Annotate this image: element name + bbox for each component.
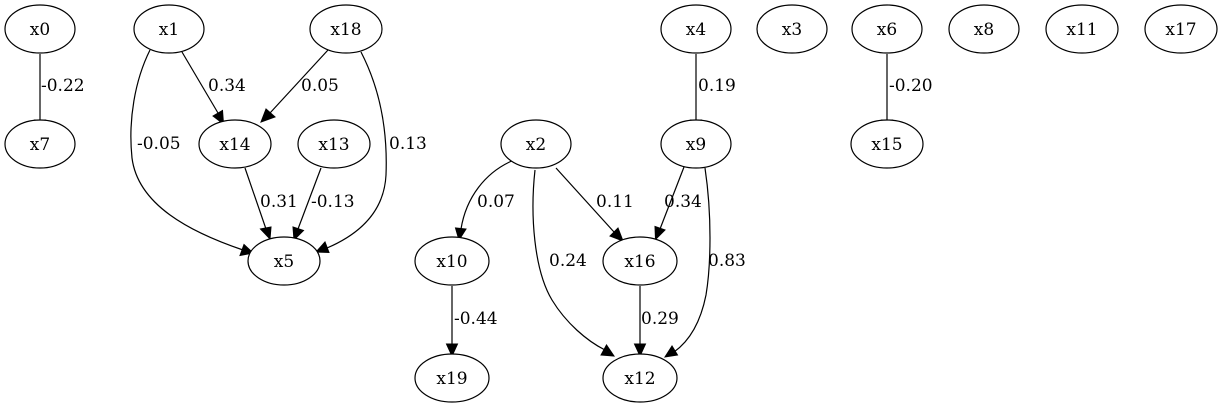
edge-label-x18-x14: 0.05 bbox=[301, 76, 339, 96]
edge-label-x1-x5: -0.05 bbox=[137, 134, 181, 154]
edge-x16-x12: 0.29 bbox=[633, 286, 679, 358]
edge-x14-x5: 0.31 bbox=[244, 167, 298, 241]
edge-label-x18-x5: 0.13 bbox=[389, 134, 427, 154]
node-label-x10: x10 bbox=[436, 252, 467, 272]
node-x1: x1 bbox=[133, 4, 205, 54]
node-label-x16: x16 bbox=[624, 252, 655, 272]
node-x5: x5 bbox=[247, 236, 321, 286]
node-label-x3: x3 bbox=[782, 20, 802, 40]
node-x9: x9 bbox=[660, 119, 732, 169]
node-x2: x2 bbox=[500, 119, 572, 169]
node-label-x19: x19 bbox=[436, 369, 467, 389]
edge-label-x2-x10: 0.07 bbox=[477, 192, 515, 212]
node-x4: x4 bbox=[660, 4, 732, 54]
edge-label-x9-x12: 0.83 bbox=[708, 251, 746, 271]
edge-label-x14-x5: 0.31 bbox=[260, 192, 298, 212]
node-x16: x16 bbox=[602, 236, 678, 286]
node-label-x5: x5 bbox=[274, 252, 294, 272]
node-x0: x0 bbox=[4, 4, 76, 54]
edge-x10-x19: -0.44 bbox=[445, 286, 498, 358]
node-label-x1: x1 bbox=[159, 20, 179, 40]
edge-x2-x10: 0.07 bbox=[454, 159, 515, 242]
edge-x9-x16: 0.34 bbox=[654, 166, 702, 241]
node-label-x14: x14 bbox=[219, 135, 250, 155]
node-label-x4: x4 bbox=[686, 20, 706, 40]
node-label-x2: x2 bbox=[526, 135, 546, 155]
node-x10: x10 bbox=[414, 236, 490, 286]
node-x12: x12 bbox=[602, 353, 678, 403]
node-label-x0: x0 bbox=[30, 20, 50, 40]
node-x17: x17 bbox=[1144, 4, 1218, 54]
node-label-x15: x15 bbox=[871, 135, 902, 155]
edge-x13-x5: -0.13 bbox=[292, 167, 355, 242]
node-x3: x3 bbox=[756, 4, 828, 54]
node-label-x6: x6 bbox=[877, 20, 897, 40]
node-x13: x13 bbox=[297, 119, 371, 169]
edge-x2-x12: 0.24 bbox=[532, 169, 615, 357]
node-label-x11: x11 bbox=[1066, 20, 1097, 40]
node-x15: x15 bbox=[850, 119, 924, 169]
node-x7: x7 bbox=[4, 119, 76, 169]
edge-x18-x5: 0.13 bbox=[314, 51, 427, 254]
edge-label-x4-x9: 0.19 bbox=[698, 76, 736, 96]
node-label-x18: x18 bbox=[330, 20, 361, 40]
node-label-x13: x13 bbox=[318, 135, 349, 155]
edge-label-x9-x16: 0.34 bbox=[664, 192, 702, 212]
node-x11: x11 bbox=[1045, 4, 1119, 54]
edge-label-x0-x7: -0.22 bbox=[41, 76, 85, 96]
node-x18: x18 bbox=[309, 4, 383, 54]
edge-label-x16-x12: 0.29 bbox=[641, 309, 679, 329]
edge-x18-x14: 0.05 bbox=[260, 49, 339, 123]
node-x8: x8 bbox=[948, 4, 1020, 54]
node-label-x17: x17 bbox=[1165, 20, 1196, 40]
edge-label-x1-x14: 0.34 bbox=[208, 76, 246, 96]
edge-label-x10-x19: -0.44 bbox=[454, 309, 498, 329]
edge-label-x13-x5: -0.13 bbox=[311, 192, 355, 212]
node-x14: x14 bbox=[198, 119, 272, 169]
edge-x2-x16: 0.11 bbox=[555, 167, 634, 242]
edge-label-x2-x16: 0.11 bbox=[596, 192, 634, 212]
edge-x1-x14: 0.34 bbox=[181, 51, 246, 126]
node-x6: x6 bbox=[851, 4, 923, 54]
node-label-x8: x8 bbox=[974, 20, 994, 40]
node-x19: x19 bbox=[414, 353, 490, 403]
edge-label-x6-x15: -0.20 bbox=[889, 76, 933, 96]
node-label-x9: x9 bbox=[686, 135, 706, 155]
node-label-x7: x7 bbox=[30, 135, 50, 155]
edge-x9-x12: 0.83 bbox=[663, 167, 746, 358]
node-label-x12: x12 bbox=[624, 369, 655, 389]
edge-label-x2-x12: 0.24 bbox=[549, 251, 587, 271]
